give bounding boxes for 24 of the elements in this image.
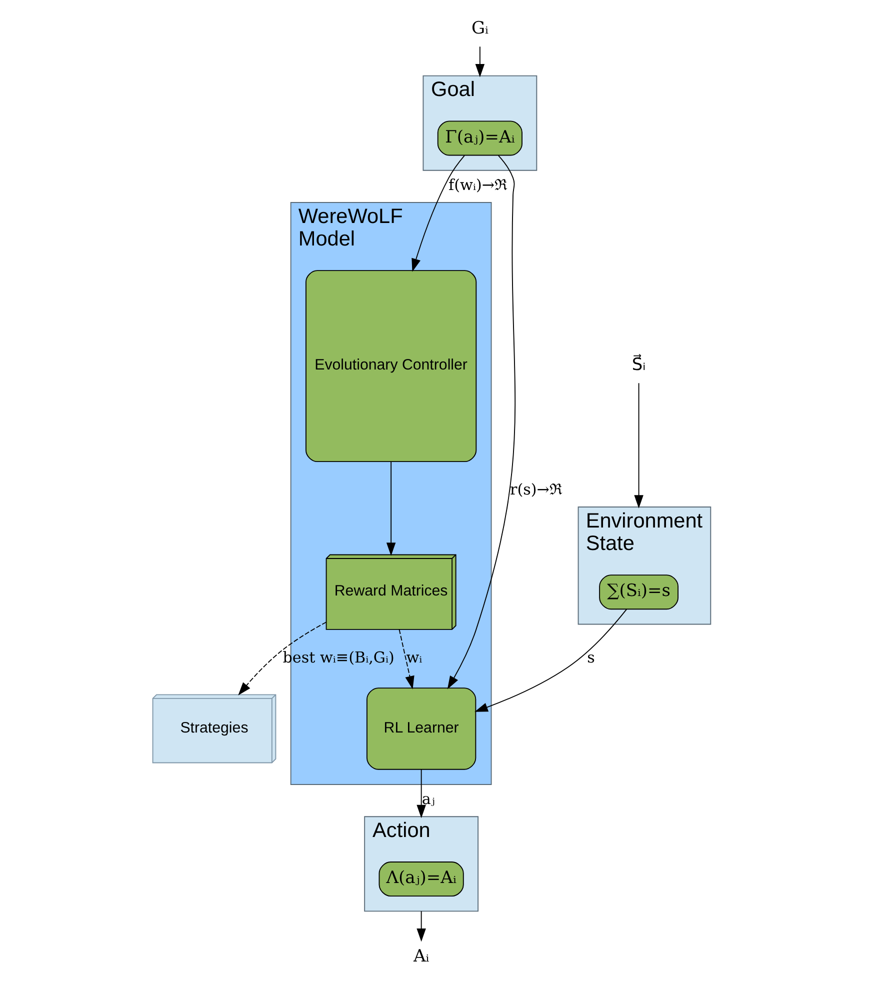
node-text: Gᵢ <box>471 18 488 39</box>
node-box: ∑(Sᵢ)=s <box>599 574 678 610</box>
arrow <box>398 629 414 690</box>
edge-label: wᵢ <box>406 648 422 666</box>
edge-label: r(s)→ℜ <box>510 480 562 498</box>
node-text: S⃗ᵢ <box>632 355 646 376</box>
arrow <box>475 46 485 78</box>
edge-label: s <box>587 648 595 666</box>
node-box: Evolutionary Controller <box>305 270 477 462</box>
edge-label: aⱼ <box>422 790 435 808</box>
arrow <box>416 910 426 942</box>
arrow <box>634 382 644 508</box>
node-box: Γ(aⱼ)=Aᵢ <box>437 120 522 156</box>
edge-label: f(wᵢ)→ℜ <box>448 176 508 194</box>
arrow <box>386 461 396 556</box>
arrow <box>416 768 426 818</box>
arrow <box>474 608 628 712</box>
node-box: Λ(aⱼ)=Aᵢ <box>378 862 464 897</box>
arrow <box>238 622 327 696</box>
arrow <box>412 155 465 272</box>
node-text: Aᵢ <box>413 946 430 967</box>
edge-label: best wᵢ≡(Bᵢ,Gᵢ) <box>282 648 394 666</box>
arrow <box>447 155 516 690</box>
node-box: RL Learner <box>366 688 476 770</box>
